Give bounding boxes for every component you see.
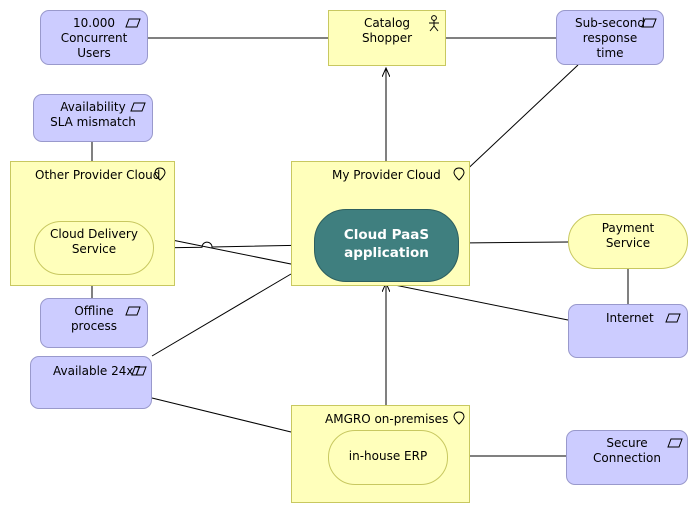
actor-stick-figure-icon — [429, 15, 439, 32]
requirement-label: Secure Connection — [593, 436, 661, 465]
requirement-parallelogram-icon — [131, 366, 147, 376]
application-label: Cloud PaaS application — [343, 227, 430, 261]
requirement-sub-second-response-time[interactable]: Sub-second response time — [556, 10, 664, 65]
requirement-label: Internet — [606, 311, 654, 325]
arrow-delivery-to-paas — [152, 242, 314, 248]
service-payment[interactable]: Payment Service — [568, 214, 688, 269]
requirement-parallelogram-icon — [641, 18, 657, 28]
requirement-parallelogram-icon — [125, 18, 141, 28]
location-label: Other Provider Cloud — [35, 168, 161, 182]
location-pin-icon — [154, 167, 166, 181]
actor-catalog-shopper[interactable]: Catalog Shopper — [328, 10, 446, 66]
line-24x7-myprovider — [151, 273, 292, 357]
requirement-parallelogram-icon — [667, 438, 683, 448]
requirement-label: Availability SLA mismatch — [50, 100, 136, 129]
location-pin-icon — [453, 167, 465, 181]
requirement-label: Sub-second response time — [575, 16, 645, 60]
requirement-parallelogram-icon — [125, 306, 141, 316]
service-label: Cloud Delivery Service — [50, 227, 138, 256]
arrow-payment-to-paas — [459, 242, 569, 243]
location-label: My Provider Cloud — [332, 168, 441, 182]
requirement-label: Available 24x7 — [53, 364, 142, 378]
requirement-availability-sla-mismatch[interactable]: Availability SLA mismatch — [33, 94, 153, 142]
requirement-label: Offline process — [70, 304, 118, 333]
requirement-parallelogram-icon — [665, 313, 681, 323]
service-label: Payment Service — [601, 221, 655, 250]
location-label: AMGRO on-premises — [325, 412, 449, 426]
location-pin-icon — [453, 411, 465, 425]
actor-label: Catalog Shopper — [361, 16, 413, 45]
service-cloud-delivery[interactable]: Cloud Delivery Service — [34, 221, 154, 275]
requirement-concurrent-users[interactable]: 10.000 Concurrent Users — [40, 10, 148, 65]
requirement-secure-connection[interactable]: Secure Connection — [566, 430, 688, 485]
service-inhouse-erp[interactable]: in-house ERP — [328, 430, 448, 485]
requirement-internet[interactable]: Internet — [568, 304, 688, 358]
requirement-offline-process[interactable]: Offline process — [40, 298, 148, 348]
requirement-parallelogram-icon — [130, 102, 146, 112]
requirement-label: 10.000 Concurrent Users — [60, 16, 128, 60]
service-label: in-house ERP — [348, 449, 428, 463]
line-24x7-amgro — [151, 397, 292, 433]
requirement-available-24x7[interactable]: Available 24x7 — [30, 356, 152, 409]
application-cloud-paas[interactable]: Cloud PaaS application — [314, 209, 459, 282]
